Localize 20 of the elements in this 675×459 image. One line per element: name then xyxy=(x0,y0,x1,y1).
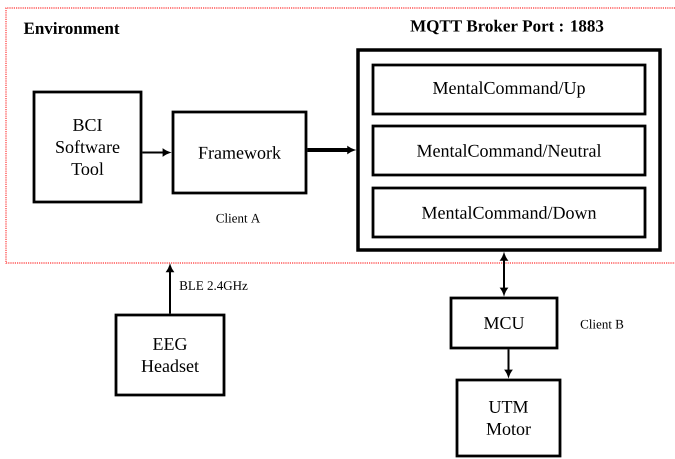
process-box: MentalCommand/Up xyxy=(372,64,646,116)
process-box: MentalCommand/Neutral xyxy=(372,124,646,176)
arrow xyxy=(142,148,170,156)
client-label: Client A xyxy=(216,213,260,223)
process-box: UTM Motor xyxy=(456,378,562,458)
dotted-region xyxy=(5,7,675,264)
process-box: Framework xyxy=(172,110,308,194)
box-heading: Environment xyxy=(24,22,120,34)
broker-box xyxy=(356,48,662,252)
arrow xyxy=(500,254,508,295)
process-box: BCI Software Tool xyxy=(32,90,142,204)
arrow xyxy=(166,265,174,314)
client-label: Client B xyxy=(580,319,624,329)
process-box: MCU xyxy=(450,296,558,350)
arrow xyxy=(504,349,512,377)
process-box: EEG Headset xyxy=(114,314,226,396)
edge-label: BLE 2.4GHz xyxy=(178,280,249,291)
process-box: MentalCommand/Down xyxy=(372,186,646,238)
arrow xyxy=(307,146,354,154)
box-heading: MQTT Broker Port : 1883 xyxy=(410,20,604,34)
